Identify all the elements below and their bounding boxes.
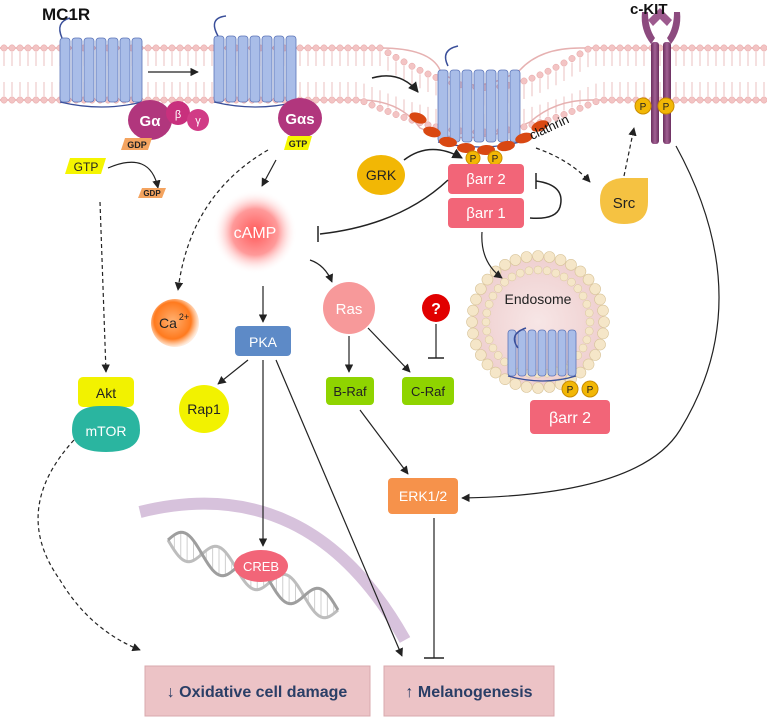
gdp-small-tag	[138, 188, 166, 198]
mc1r-receptor-inactive	[59, 17, 143, 108]
barr2-endosome-label: βarr 2	[549, 410, 591, 427]
grk-node	[357, 155, 405, 195]
gtp-s-label: GTP	[289, 139, 308, 149]
g-alpha-s-protein	[278, 98, 322, 138]
svg-text:P: P	[470, 154, 477, 165]
ras-label: Ras	[336, 301, 363, 318]
internalization-arrow	[371, 75, 419, 93]
g-beta-label: β	[175, 109, 181, 121]
ckit-receptor: P P	[634, 8, 681, 144]
mc1r-label: MC1R	[42, 5, 90, 24]
braf-erk-arrow	[359, 409, 409, 475]
barr-inhibition-curve	[529, 180, 562, 220]
gdp-label: GDP	[127, 140, 147, 150]
svg-text:P: P	[567, 385, 574, 396]
src-activation-arrow	[535, 147, 591, 183]
gtp-tag	[65, 158, 106, 174]
calcium-label: Ca	[159, 315, 177, 331]
clathrin-coat	[409, 112, 549, 156]
barr-camp-inhibition	[319, 179, 449, 235]
src-node	[600, 178, 648, 224]
pka-melanogenesis-arrow	[275, 359, 403, 657]
craf-node	[402, 377, 454, 405]
pka-rap1-arrow	[217, 359, 249, 385]
barr2-label: βarr 2	[466, 171, 505, 188]
svg-text:P: P	[640, 102, 647, 113]
pka-node	[235, 326, 291, 356]
nucleus-envelope	[138, 497, 411, 643]
svg-text:P: P	[492, 154, 499, 165]
grk-label: GRK	[366, 167, 397, 183]
mtor-oxidative-arrow	[37, 439, 141, 652]
gtp-exchange-arrow	[107, 161, 161, 189]
oxidative-damage-label: ↓ Oxidative cell damage	[167, 684, 348, 701]
oxidative-damage-box	[144, 665, 371, 717]
ckit-erk-arrow	[461, 145, 720, 503]
src-label: Src	[613, 195, 636, 212]
barr2-node	[448, 164, 524, 194]
camp-label: cAMP	[234, 225, 277, 242]
melanogenesis-box	[383, 665, 555, 717]
barr2-endosome-node	[530, 400, 610, 434]
svg-text:P: P	[587, 385, 594, 396]
creb-label: CREB	[243, 559, 279, 574]
unknown-regulator	[422, 294, 450, 322]
g-alpha-s-label: Gαs	[285, 111, 314, 128]
erk-label: ERK1/2	[399, 488, 447, 504]
receptor-phosphorylation: P P	[465, 150, 503, 166]
craf-label: C-Raf	[411, 384, 445, 399]
camp-node	[213, 190, 297, 274]
mtor-label: mTOR	[86, 423, 127, 439]
ras-node	[323, 282, 375, 334]
g-gamma-label: γ	[195, 115, 201, 127]
barr-endosome-arrow	[481, 231, 503, 279]
melanogenesis-label: ↑ Melanogenesis	[405, 684, 532, 701]
g-alpha-label: Gα	[140, 113, 162, 130]
mtor-node	[72, 406, 140, 452]
gtp-label: GTP	[74, 160, 99, 174]
calcium-node	[151, 299, 199, 347]
barr1-label: βarr 1	[466, 205, 505, 222]
barr1-node	[448, 198, 524, 228]
calcium-superscript: 2+	[179, 312, 189, 322]
svg-text:P: P	[663, 102, 670, 113]
pka-label: PKA	[249, 334, 278, 350]
gas-calcium-arrow	[174, 149, 269, 291]
creb-node	[234, 550, 288, 582]
gdp-small-label: GDP	[143, 189, 161, 198]
erk-node	[388, 478, 458, 514]
rap1-node	[179, 385, 229, 433]
endosome-label: Endosome	[505, 291, 572, 307]
src-ckit-arrow	[623, 127, 637, 177]
unknown-regulator-label: ?	[431, 301, 441, 318]
ckit-label: c-KIT	[630, 1, 668, 18]
akt-label: Akt	[96, 385, 116, 401]
akt-node	[78, 377, 134, 407]
ras-craf-arrow	[367, 327, 411, 373]
braf-node	[326, 377, 374, 405]
rap1-label: Rap1	[187, 401, 221, 417]
endosome	[466, 250, 610, 394]
mc1r-receptor-active	[213, 15, 297, 108]
mc1r-receptor-internalizing	[437, 45, 521, 148]
g-protein-heterotrimer: Gα β γ GDP	[121, 100, 209, 150]
gas-camp-arrow	[261, 159, 277, 187]
clathrin-label: clathrin	[527, 111, 571, 142]
gtp-akt-arrow	[99, 201, 110, 373]
camp-ras-arrow	[309, 259, 334, 283]
gtp-s-tag	[284, 136, 312, 150]
braf-label: B-Raf	[333, 384, 367, 399]
grk-arrow	[403, 148, 463, 161]
endosome-phosphorylation: P P	[561, 380, 599, 398]
